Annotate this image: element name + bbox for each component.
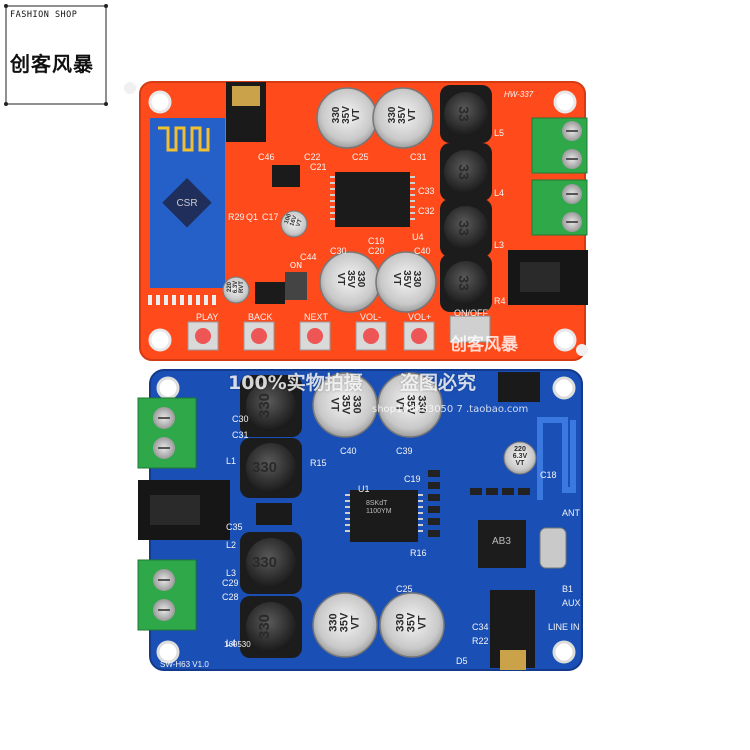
- power-switch: [449, 315, 491, 343]
- regulator: [498, 372, 540, 402]
- pin-header-top: [148, 295, 216, 305]
- bottom-board: [137, 369, 583, 671]
- cap-bottom-3-label: 330 35V VT: [327, 612, 362, 633]
- inductor-top-4-label: 33: [455, 275, 472, 291]
- inductor-bottom-3-label: 330: [252, 554, 278, 571]
- bt-chip-bottom: [478, 520, 526, 568]
- btn-label-vol-plus: VOL+: [408, 312, 432, 322]
- cap-top-3-label: 330 35V VT: [335, 270, 366, 288]
- inductor-bottom-4-label: 330: [256, 613, 274, 640]
- cap-bottom-4: [379, 592, 445, 658]
- mount-hole: [553, 328, 577, 352]
- bt-chip-label: CSR: [176, 198, 197, 209]
- watermark-brand: 创客风暴: [450, 335, 518, 355]
- watermark-line1: 100%实物拍摄: [228, 372, 363, 394]
- bottom-board-model: SW-H63 V1.0: [160, 660, 209, 669]
- inductor-bottom-1-label: 330: [256, 392, 274, 419]
- btn-label-vol-minus: VOL-: [360, 312, 382, 322]
- switch-label: ON/OFF: [454, 308, 488, 318]
- btn-label-next: NEXT: [304, 312, 329, 322]
- small-cap-bottom: [503, 441, 537, 475]
- terminal-bottom-2: [137, 559, 197, 631]
- cap-bottom-1: [312, 372, 378, 438]
- inductor-top-4: [440, 254, 492, 312]
- crystal: [539, 527, 567, 569]
- terminal-bottom-1: [137, 397, 197, 469]
- top-board: CSR ON: [139, 81, 588, 361]
- watermark-line2: 盗图必究: [400, 372, 477, 394]
- mount-hole: [553, 90, 577, 114]
- amp-chip-bottom-label: 8SKdT 1100YM: [366, 500, 392, 515]
- terminal-top-1: [531, 117, 588, 174]
- small-cap-top-1: [280, 210, 308, 238]
- btn-label-back: BACK: [248, 312, 273, 322]
- inductor-top-3: [440, 199, 492, 257]
- small-cap-top-2: [222, 276, 250, 304]
- cap-bottom-4-label: 330 35V VT: [394, 612, 429, 633]
- shop-name-cn: 创客风暴: [10, 52, 94, 76]
- inductor-top-2-label: 33: [455, 164, 472, 180]
- inductor-bottom-3: [240, 532, 302, 594]
- shop-badge: FASHION SHOP 创客风暴: [2, 2, 110, 108]
- small-cap-bottom-label: 220 6.3V VT: [512, 446, 528, 467]
- badge-frame: [4, 4, 108, 106]
- bt-antenna-bottom: [537, 417, 576, 500]
- cap-top-4: [375, 251, 437, 313]
- diode-bottom: [256, 503, 292, 525]
- watermark-url: shop106483050 7 .taobao.com: [372, 404, 529, 415]
- smd-parts: [428, 470, 530, 537]
- bt-chip-bottom-label: AB3: [492, 536, 511, 547]
- inductor-bottom-2: [240, 438, 302, 498]
- inductor-top-3-label: 33: [455, 220, 472, 236]
- mount-hole: [148, 90, 172, 114]
- dip-switch: [285, 272, 307, 300]
- svg-text:ON: ON: [290, 261, 302, 270]
- inductor-top-1-label: 33: [455, 106, 472, 122]
- inductor-top-1: [440, 85, 492, 143]
- bottom-board-date: 160530: [224, 640, 251, 649]
- cap-top-2-label: 330 35V VT: [387, 106, 418, 124]
- inductor-top-2: [440, 143, 492, 201]
- btn-label-play: PLAY: [196, 312, 219, 322]
- top-board-model: HW-337: [504, 90, 534, 99]
- cap-top-4-label: 330 35V VT: [391, 270, 422, 288]
- button-row-top: [187, 321, 435, 351]
- cap-top-2: [372, 87, 434, 149]
- amp-chip-top: [335, 172, 410, 227]
- amp-chip-bottom: [350, 490, 418, 542]
- inductor-bottom-1: [240, 375, 302, 437]
- cap-bottom-2: [377, 372, 443, 438]
- mount-hole: [148, 328, 172, 352]
- shop-name-en: FASHION SHOP: [10, 10, 78, 20]
- inductor-bottom-4: [240, 596, 302, 658]
- small-cap-top-2-label: 220 6.3V RVT: [227, 280, 245, 294]
- cap-bottom-3: [312, 592, 378, 658]
- cap-top-1-label: 330 35V VT: [331, 106, 362, 124]
- inductor-bottom-2-label: 330: [252, 459, 278, 476]
- bt-antenna: [158, 126, 210, 152]
- terminal-top-2: [531, 179, 588, 236]
